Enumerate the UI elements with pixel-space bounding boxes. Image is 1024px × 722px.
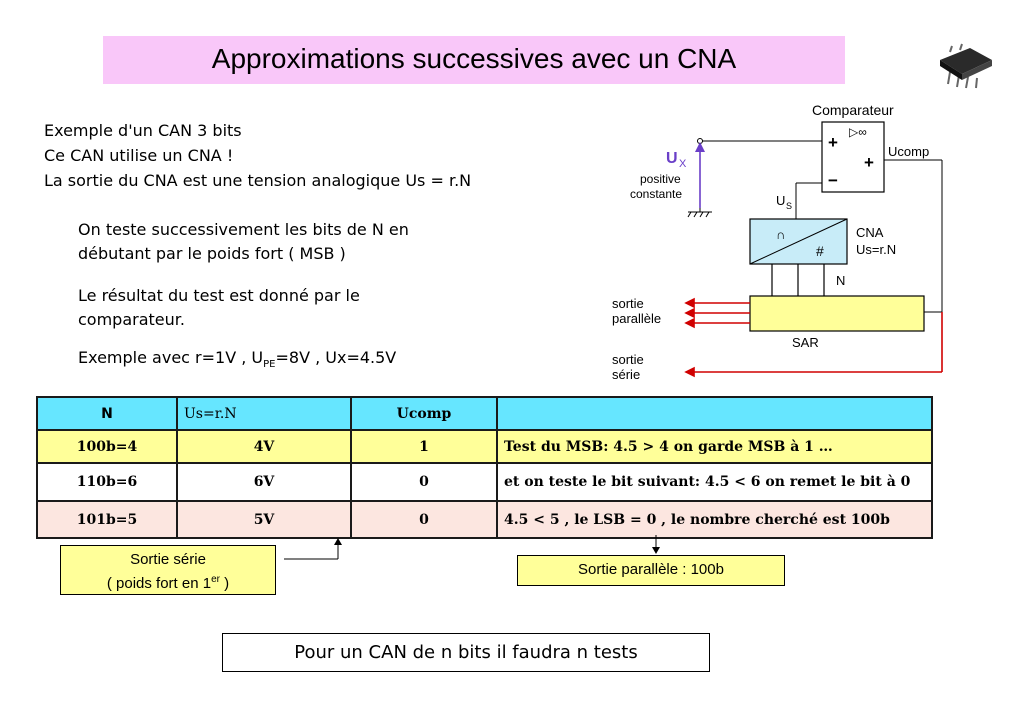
- header-us: Us=r.N: [176, 396, 352, 431]
- sar-box: [749, 295, 925, 332]
- cell-ucomp: 0: [350, 462, 498, 502]
- cna-label: CNA: [856, 225, 884, 240]
- intro-line: La sortie du CNA est une tension analogi…: [44, 171, 472, 190]
- exemple-sub: PE: [263, 359, 276, 371]
- circuit-diagram: Comparateur ▷∞ + + − U X positive consta…: [612, 102, 943, 382]
- comparateur-plus-out: +: [864, 153, 874, 172]
- cell-comment: et on teste le bit suivant: 4.5 < 6 on r…: [496, 462, 933, 502]
- ic-chip-icon: [940, 43, 992, 89]
- ucomp-label: Ucomp: [888, 144, 929, 159]
- cell-comment: 4.5 < 5 , le LSB = 0 , le nombre cherché…: [496, 500, 933, 539]
- cna-digital-symbol: #: [816, 243, 824, 259]
- sortie-serie-suffix: ): [219, 575, 230, 592]
- n-bus: [771, 264, 825, 296]
- page-title: Approximations successives avec un CNA: [211, 43, 737, 74]
- cna-eq-label: Us=r.N: [856, 242, 896, 257]
- ux-arrow-head: [695, 142, 705, 152]
- cell-n: 101b=5: [36, 500, 178, 539]
- sortie-serie-1: sortie: [612, 352, 644, 367]
- cell-n: 110b=6: [36, 462, 178, 502]
- parallel-output-arrows: [684, 297, 750, 329]
- header-ucomp: Ucomp: [350, 396, 498, 431]
- paragraph-msb: On teste successivement les bits de N en…: [78, 218, 409, 266]
- constante-label: constante: [630, 187, 682, 201]
- sortie-serie-prefix: ( poids fort en 1: [106, 575, 212, 592]
- sortie-parallele-1: sortie: [612, 296, 644, 311]
- para-line: débutant par le poids fort ( MSB ): [78, 244, 346, 263]
- table-row: 110b=6 6V 0 et on teste le bit suivant: …: [36, 462, 933, 502]
- para-line: comparateur.: [78, 310, 185, 329]
- sortie-serie-sup: er: [211, 574, 220, 585]
- cna-analog-symbol: ∩: [776, 227, 785, 242]
- sortie-parallele-2: parallèle: [612, 311, 661, 326]
- comparateur-inf: ▷∞: [849, 125, 867, 139]
- title-banner: Approximations successives avec un CNA: [103, 36, 845, 84]
- cell-ucomp: 0: [350, 500, 498, 539]
- header-n: N: [36, 396, 178, 431]
- conclusion-box: Pour un CAN de n bits il faudra n tests: [222, 633, 710, 672]
- exemple-suffix: =8V , Ux=4.5V: [275, 348, 397, 367]
- cell-us: 4V: [176, 429, 352, 464]
- exemple-prefix: Exemple avec r=1V , U: [78, 348, 264, 367]
- table-header-row: N Us=r.N Ucomp: [36, 396, 933, 431]
- paragraph-exemple: Exemple avec r=1V , UPE=8V , Ux=4.5V: [78, 346, 396, 377]
- cell-n: 100b=4: [36, 429, 178, 464]
- n-label: N: [836, 273, 845, 288]
- ground-icon: [687, 211, 712, 218]
- intro-text: Exemple d'un CAN 3 bits Ce CAN utilise u…: [44, 118, 471, 193]
- parallel-note-arrow: [652, 535, 660, 554]
- positive-label: positive: [640, 172, 681, 186]
- para-line: On teste successivement les bits de N en: [78, 220, 409, 239]
- comparateur-label: Comparateur: [812, 102, 894, 118]
- cell-comment: Test du MSB: 4.5 > 4 on garde MSB à 1 …: [496, 429, 933, 464]
- us-label: U: [776, 193, 785, 208]
- sortie-serie-2: série: [612, 367, 640, 382]
- ux-sub: X: [679, 158, 687, 170]
- sortie-serie-note: Sortie série ( poids fort en 1er ): [60, 545, 276, 595]
- comparateur-box: [821, 121, 885, 193]
- sortie-parallele-note: Sortie parallèle : 100b: [517, 555, 785, 586]
- intro-line: Ce CAN utilise un CNA !: [44, 146, 234, 165]
- serial-output-arrow: [684, 312, 943, 378]
- table-row: 100b=4 4V 1 Test du MSB: 4.5 > 4 on gard…: [36, 429, 933, 464]
- intro-line: Exemple d'un CAN 3 bits: [44, 121, 242, 140]
- serial-note-arrow: [284, 538, 342, 560]
- cell-ucomp: 1: [350, 429, 498, 464]
- us-sub: S: [786, 201, 792, 211]
- ux-label: U: [666, 150, 678, 167]
- table-row: 101b=5 5V 0 4.5 < 5 , le LSB = 0 , le no…: [36, 500, 933, 539]
- para-line: Le résultat du test est donné par le: [78, 286, 360, 305]
- sar-label: SAR: [792, 335, 819, 350]
- sortie-serie-line1: Sortie série: [130, 551, 206, 568]
- paragraph-comparateur: Le résultat du test est donné par le com…: [78, 284, 360, 332]
- results-table: N Us=r.N Ucomp 100b=4 4V 1 Test du MSB: …: [36, 396, 933, 539]
- comparateur-minus: −: [828, 171, 838, 190]
- cell-us: 5V: [176, 500, 352, 539]
- cell-us: 6V: [176, 462, 352, 502]
- comparateur-plus-in: +: [828, 133, 838, 152]
- header-comment: [496, 396, 933, 431]
- sortie-serie-line2: ( poids fort en 1er ): [61, 570, 275, 594]
